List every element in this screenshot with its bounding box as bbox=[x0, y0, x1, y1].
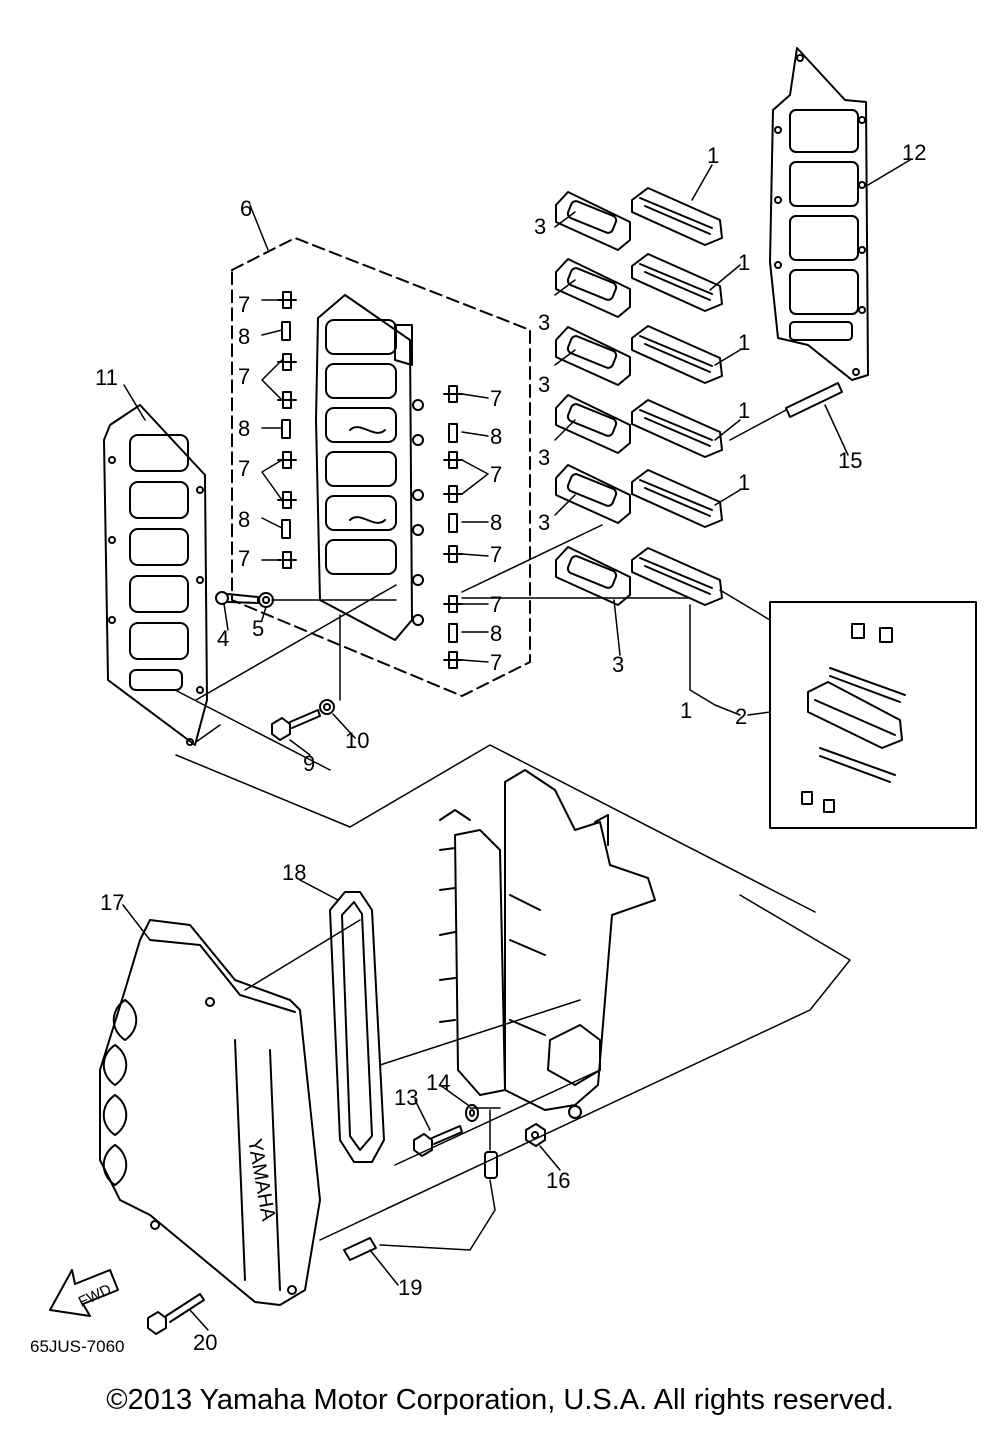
callout-7: 7 bbox=[238, 364, 250, 389]
silencer-cover-17 bbox=[99, 919, 321, 1306]
gasket-12 bbox=[769, 47, 869, 381]
callout-8: 8 bbox=[238, 507, 250, 532]
callout-7: 7 bbox=[490, 650, 502, 675]
copyright-notice: ©2013 Yamaha Motor Corporation, U.S.A. A… bbox=[106, 1384, 894, 1416]
washer-10 bbox=[319, 699, 335, 715]
callout-1: 1 bbox=[738, 330, 750, 355]
washer-5 bbox=[258, 592, 274, 608]
callout-3: 3 bbox=[538, 445, 550, 470]
callout-13: 13 bbox=[394, 1085, 418, 1110]
callout-8: 8 bbox=[490, 621, 502, 646]
washer-14 bbox=[465, 1104, 479, 1122]
callout-2: 2 bbox=[735, 704, 747, 729]
fittings-right bbox=[443, 385, 463, 669]
drawing-code: 65JUS-7060 bbox=[30, 1337, 125, 1356]
reed-gaskets-3 bbox=[555, 191, 631, 606]
gasket-18 bbox=[329, 891, 385, 1163]
callout-3: 3 bbox=[538, 372, 550, 397]
fwd-label: FWD bbox=[76, 1281, 114, 1311]
assembly-lines bbox=[174, 409, 851, 1251]
callout-11: 11 bbox=[95, 365, 118, 390]
bolt-13 bbox=[413, 1125, 463, 1157]
callout-3: 3 bbox=[612, 652, 624, 677]
intake-manifold bbox=[439, 769, 656, 1119]
callout-7: 7 bbox=[238, 546, 250, 571]
callout-3: 3 bbox=[534, 214, 546, 239]
callout-7: 7 bbox=[490, 542, 502, 567]
callout-6: 6 bbox=[240, 196, 252, 221]
callout-numbers: 1 1 1 1 1 1 2 3 3 3 3 3 3 4 5 6 7 7 7 7 … bbox=[95, 140, 926, 1355]
callout-9: 9 bbox=[303, 751, 315, 776]
callout-1: 1 bbox=[707, 143, 719, 168]
assembly-6-outline bbox=[231, 237, 531, 697]
callout-7: 7 bbox=[490, 386, 502, 411]
callout-1: 1 bbox=[738, 398, 750, 423]
callout-leaders bbox=[122, 159, 911, 1331]
stud-15 bbox=[785, 382, 843, 418]
callout-7: 7 bbox=[490, 462, 502, 487]
callout-8: 8 bbox=[238, 416, 250, 441]
callout-1: 1 bbox=[738, 470, 750, 495]
reed-valves-1 bbox=[631, 187, 723, 606]
callout-1: 1 bbox=[738, 250, 750, 275]
callout-4: 4 bbox=[217, 626, 229, 651]
callout-3: 3 bbox=[538, 310, 550, 335]
callout-1: 1 bbox=[680, 698, 692, 723]
callout-8: 8 bbox=[490, 424, 502, 449]
callout-17: 17 bbox=[100, 890, 124, 915]
fwd-arrow-icon: FWD bbox=[49, 1269, 119, 1317]
bolt-9 bbox=[271, 709, 321, 741]
bolt-4 bbox=[215, 591, 259, 605]
callout-16: 16 bbox=[546, 1168, 570, 1193]
callout-7: 7 bbox=[238, 456, 250, 481]
callout-3: 3 bbox=[538, 510, 550, 535]
reed-valve-detail-box bbox=[769, 601, 977, 829]
callout-8: 8 bbox=[238, 324, 250, 349]
reed-valve-plate bbox=[315, 294, 413, 641]
callout-18: 18 bbox=[282, 860, 306, 885]
hose-19 bbox=[343, 1151, 498, 1261]
callout-7: 7 bbox=[490, 592, 502, 617]
nut-16 bbox=[525, 1123, 546, 1147]
callout-20: 20 bbox=[193, 1330, 217, 1355]
callout-10: 10 bbox=[345, 728, 369, 753]
callout-5: 5 bbox=[252, 616, 264, 641]
callout-12: 12 bbox=[902, 140, 926, 165]
callout-7: 7 bbox=[238, 292, 250, 317]
gasket-11 bbox=[103, 404, 208, 746]
callout-19: 19 bbox=[398, 1275, 422, 1300]
bolt-20 bbox=[147, 1293, 205, 1335]
callout-14: 14 bbox=[426, 1070, 450, 1095]
plate-nipples bbox=[412, 399, 424, 626]
callout-8: 8 bbox=[490, 510, 502, 535]
callout-15: 15 bbox=[838, 448, 862, 473]
